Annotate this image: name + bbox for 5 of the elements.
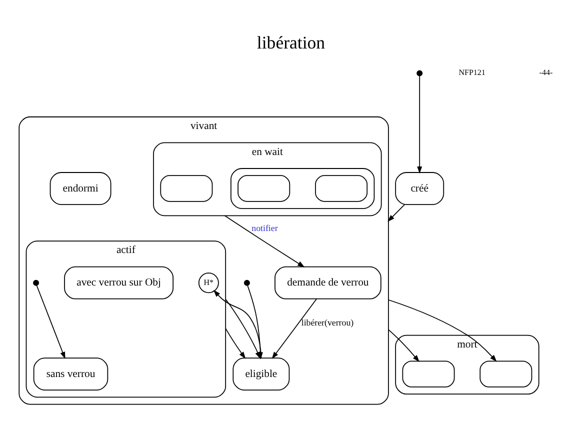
edge-label: notifier bbox=[252, 222, 278, 233]
edge-label: libérer(verrou) bbox=[301, 317, 354, 328]
label: NFP121 bbox=[458, 68, 486, 77]
diagram-title: libération bbox=[256, 32, 326, 52]
label: -44- bbox=[539, 68, 553, 77]
